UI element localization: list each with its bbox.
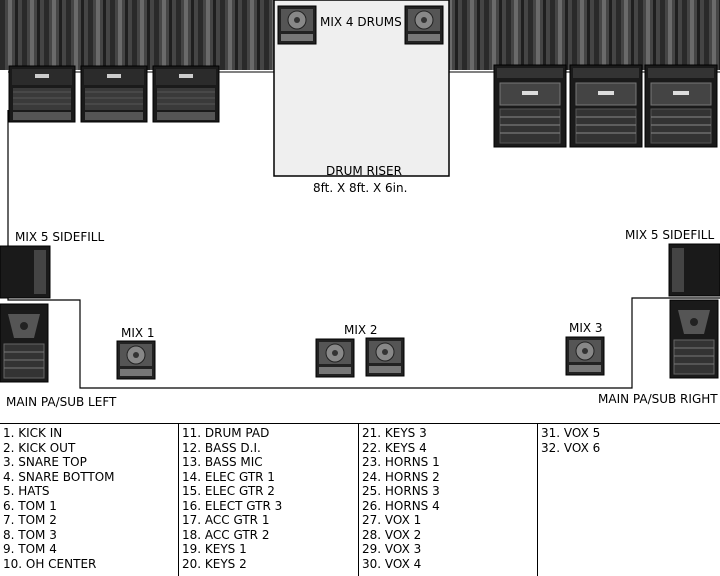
- input-channel: 21. KEYS 3: [362, 426, 427, 440]
- input-channel: 10. OH CENTER: [3, 556, 97, 571]
- mix1-label: MIX 1: [121, 326, 155, 340]
- sidefill-right-label: MIX 5 SIDEFILL: [625, 228, 715, 242]
- mix3-wedge-icon: [565, 336, 605, 376]
- input-channel: 11. DRUM PAD: [182, 426, 270, 440]
- mix4-label: MIX 4 DRUMS: [320, 15, 402, 29]
- bass-cabinet-icon: [569, 64, 643, 148]
- pa-right-icon: [669, 299, 719, 379]
- input-channel: 2. KICK OUT: [3, 440, 76, 455]
- sidefill-left-icon: [0, 245, 51, 299]
- marshall-amp-icon: [8, 65, 76, 123]
- input-channel: 4. SNARE BOTTOM: [3, 469, 115, 484]
- mix2-label: MIX 2: [344, 323, 378, 337]
- input-channel: 12. BASS D.I.: [182, 440, 261, 455]
- mix4-wedge-right: [404, 5, 444, 45]
- riser-dimensions: 8ft. X 8ft. X 6in.: [313, 181, 408, 195]
- input-channel: 19. KEYS 1: [182, 542, 247, 556]
- bass-cabinet-icon: [644, 64, 718, 148]
- input-channel: 5. HATS: [3, 484, 50, 498]
- mix2-wedge-icon: [315, 338, 355, 378]
- input-channel: 26. HORNS 4: [362, 498, 440, 513]
- sidefill-left-label: MIX 5 SIDEFILL: [15, 230, 105, 244]
- marshall-amp-icon: [152, 65, 220, 123]
- input-list: 1. KICK IN 2. KICK OUT 3. SNARE TOP 4. S…: [0, 423, 720, 576]
- input-channel: 3. SNARE TOP: [3, 455, 87, 469]
- input-channel: 15. ELEC GTR 2: [182, 484, 275, 498]
- input-channel: 18. ACC GTR 2: [182, 527, 270, 542]
- input-channel: 30. VOX 4: [362, 556, 422, 571]
- stage-diagram: [0, 0, 720, 389]
- input-list-column-3: 21. KEYS 3 22. KEYS 4 23. HORNS 1 24. HO…: [359, 424, 538, 576]
- pa-right-label: MAIN PA/SUB RIGHT: [598, 392, 718, 406]
- input-channel: 6. TOM 1: [3, 498, 57, 513]
- input-channel: 8. TOM 3: [3, 527, 57, 542]
- input-list-column-4: 31. VOX 5 32. VOX 6: [538, 424, 720, 576]
- input-channel: 17. ACC GTR 1: [182, 513, 270, 527]
- riser-title: DRUM RISER: [326, 164, 402, 178]
- input-channel: 27. VOX 1: [362, 513, 422, 527]
- mix4-wedge-left: [277, 5, 317, 45]
- mix2-wedge-icon: [365, 337, 405, 377]
- input-channel: 24. HORNS 2: [362, 469, 440, 484]
- marshall-amp-icon: [80, 65, 148, 123]
- input-channel: 14. ELEC GTR 1: [182, 469, 275, 484]
- input-channel: 31. VOX 5: [541, 426, 601, 440]
- bass-cabinet-icon: [493, 64, 567, 148]
- input-channel: 9. TOM 4: [3, 542, 57, 556]
- input-channel: 22. KEYS 4: [362, 440, 427, 455]
- input-channel: 7. TOM 2: [3, 513, 57, 527]
- input-list-column-2: 11. DRUM PAD 12. BASS D.I. 13. BASS MIC …: [179, 424, 359, 576]
- input-list-column-1: 1. KICK IN 2. KICK OUT 3. SNARE TOP 4. S…: [0, 424, 179, 576]
- input-channel: 13. BASS MIC: [182, 455, 263, 469]
- mix1-wedge-icon: [116, 340, 156, 380]
- pa-left-icon: [0, 303, 49, 383]
- stage-outline: [7, 110, 720, 389]
- sidefill-right-icon: [668, 243, 720, 297]
- input-channel: 25. HORNS 3: [362, 484, 440, 498]
- input-channel: 28. VOX 2: [362, 527, 422, 542]
- pa-left-label: MAIN PA/SUB LEFT: [6, 395, 117, 409]
- mix3-label: MIX 3: [569, 321, 603, 335]
- input-channel: 23. HORNS 1: [362, 455, 440, 469]
- input-channel: 32. VOX 6: [541, 440, 601, 455]
- input-channel: 1. KICK IN: [3, 426, 63, 440]
- input-channel: 29. VOX 3: [362, 542, 422, 556]
- input-channel: 20. KEYS 2: [182, 556, 247, 571]
- input-channel: 16. ELECT GTR 3: [182, 498, 283, 513]
